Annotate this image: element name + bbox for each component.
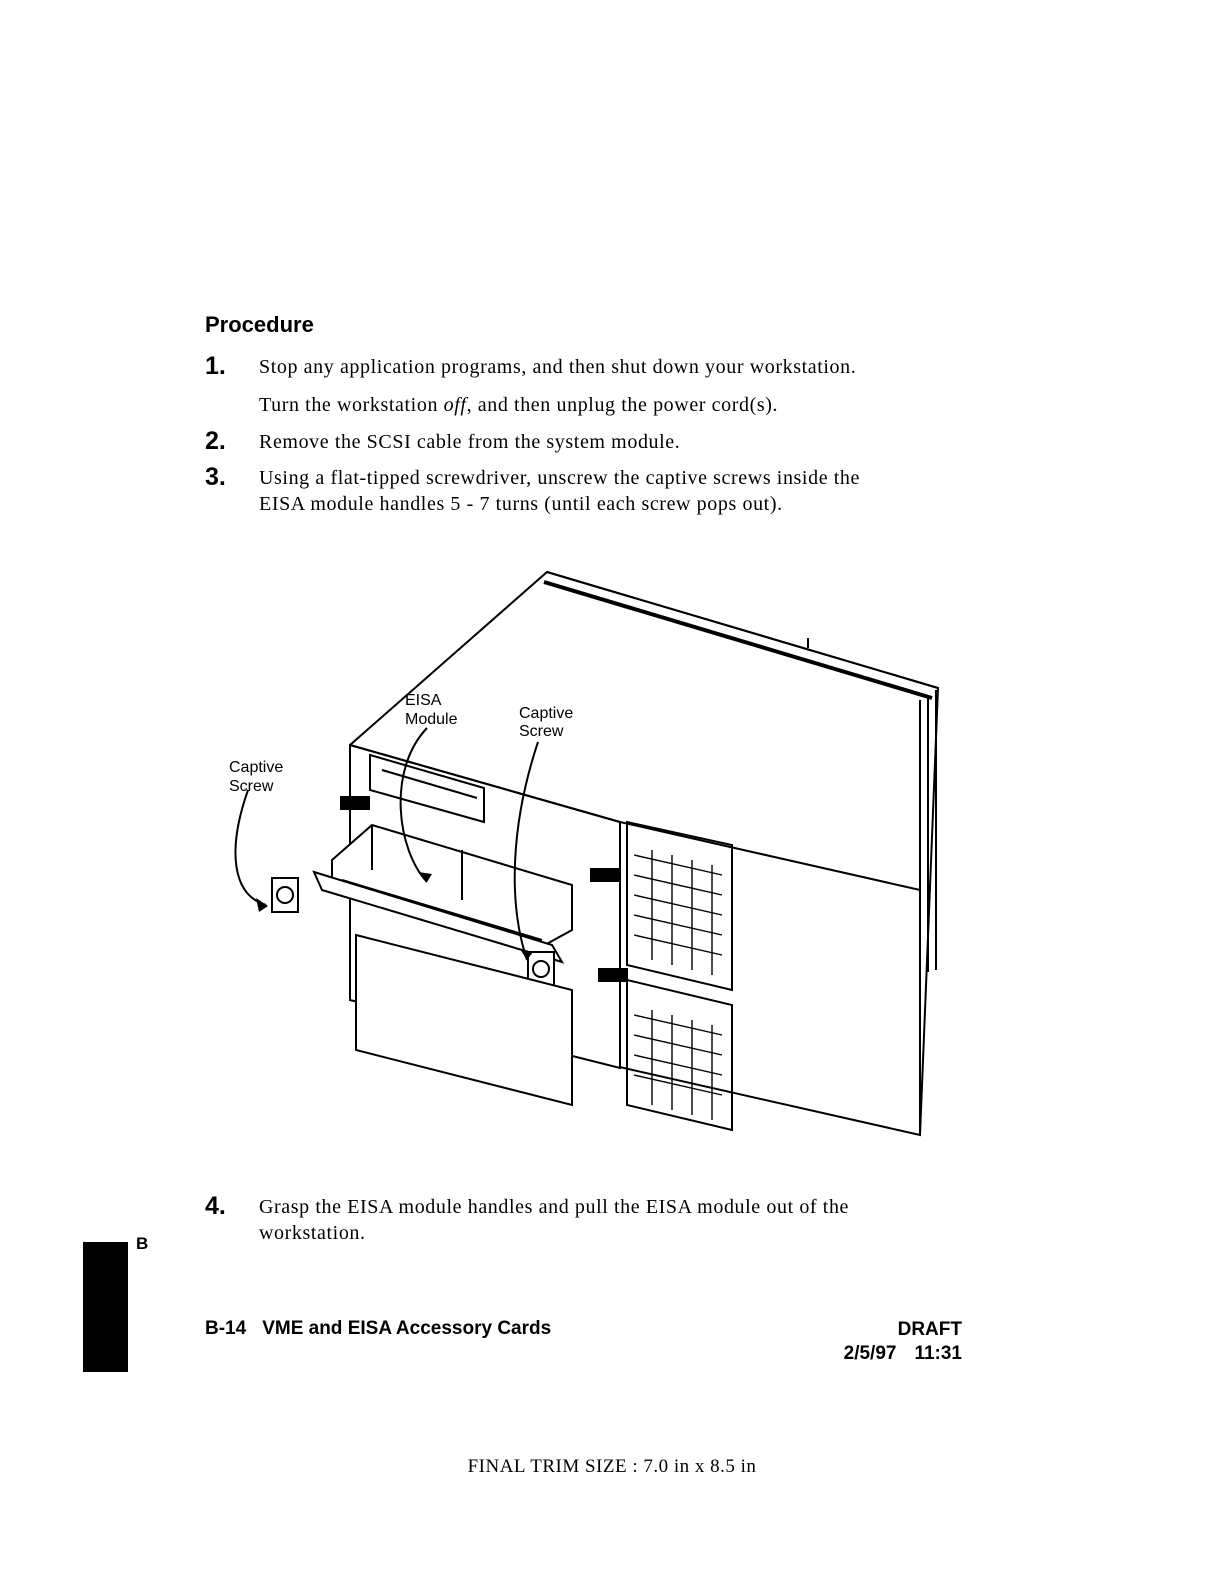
step-1-number: 1. (205, 352, 226, 380)
callout-captive-screw-right-line-2: Screw (519, 723, 564, 740)
trim-size-note: FINAL TRIM SIZE : 7.0 in x 8.5 in (467, 1456, 757, 1477)
step-1-text: Stop any application programs, and then … (259, 356, 857, 378)
section-tab-letter: B (136, 1234, 149, 1253)
step-3-number: 3. (205, 463, 226, 491)
draft-date: 2/5/97 (843, 1343, 897, 1364)
step-3-text: Using a flat-tipped screwdriver, unscrew… (259, 465, 959, 517)
callout-captive-screw-left-line-1: Captive (229, 759, 283, 776)
section-heading: Procedure (205, 312, 314, 337)
step-1-cont-text-a: Turn the workstation (259, 394, 444, 416)
step-1-cont-text-b: , and then unplug the power cord(s). (466, 394, 779, 416)
step-4-number: 4. (205, 1192, 226, 1220)
step-1-cont-emphasis: off (443, 394, 467, 416)
step-3-line-2: EISA module handles 5 - 7 turns (until e… (259, 493, 783, 515)
footer-left: B-14 VME and EISA Accessory Cards (205, 1318, 567, 1340)
draft-label: DRAFT (897, 1319, 962, 1340)
footer-right: DRAFT 2/5/97 11:31 (844, 1318, 962, 1366)
callout-eisa-module-line-2: Module (405, 711, 458, 728)
callout-captive-screw-left-line-2: Screw (229, 778, 274, 795)
step-2-text: Remove the SCSI cable from the system mo… (259, 431, 681, 453)
draft-datetime: 2/5/97 11:31 (844, 1342, 962, 1366)
step-4-text: Grasp the EISA module handles and pull t… (259, 1194, 959, 1246)
step-4-line-1: Grasp the EISA module handles and pull t… (259, 1196, 850, 1218)
callout-eisa-module-line-1: EISA (405, 692, 442, 709)
callout-captive-screw-right-line-1: Captive (519, 705, 573, 722)
eisa-module-illustration: EISA Module Captive Screw Captive Screw (222, 560, 952, 1155)
draft-time: 11:31 (914, 1343, 962, 1364)
chapter-title: VME and EISA Accessory Cards (262, 1318, 552, 1339)
step-3-line-1: Using a flat-tipped screwdriver, unscrew… (259, 467, 861, 489)
section-tab-bar (83, 1242, 128, 1372)
step-1-continuation: Turn the workstation off, and then unplu… (259, 392, 959, 418)
step-2-number: 2. (205, 427, 226, 455)
page-number: B-14 (205, 1318, 247, 1339)
step-4-line-2: workstation. (259, 1222, 366, 1244)
